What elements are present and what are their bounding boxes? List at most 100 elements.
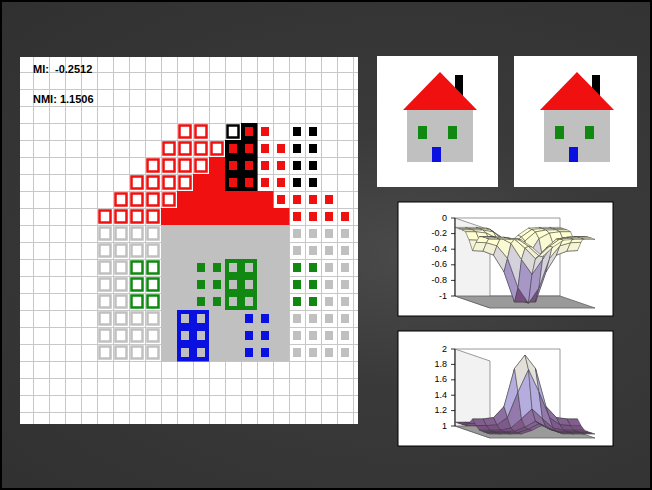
grid-line: [20, 123, 358, 124]
hollow-cell: [148, 347, 159, 359]
shifted-dot: [293, 144, 301, 153]
overlap-cell: [161, 208, 178, 226]
grid-line: [20, 157, 358, 158]
overlap-cell: [209, 225, 226, 243]
overlap-cell: [161, 344, 178, 362]
surface-patch: [539, 424, 553, 431]
shifted-dot: [293, 178, 301, 187]
metric-value: NMI: 1.1506: [33, 94, 94, 105]
overlap-cell: [161, 225, 178, 243]
hollow-cell: [116, 279, 127, 291]
overlap-cell: [209, 174, 226, 192]
overlap-cell: [241, 293, 258, 311]
shifted-dot: [341, 280, 349, 289]
hollow-cell: [164, 177, 175, 189]
shifted-dot: [309, 229, 317, 238]
overlap-cell: [177, 276, 194, 294]
shifted-dot: [309, 348, 317, 357]
hollow-cell: [100, 313, 111, 325]
overlap-cell: [177, 344, 194, 362]
hollow-cell: [180, 143, 191, 155]
overlap-cell: [209, 157, 226, 175]
value-axis: [455, 349, 456, 426]
shifted-dot: [341, 314, 349, 323]
shifted-dot: [309, 263, 317, 272]
hollow-cell: [164, 160, 175, 172]
shifted-dot: [341, 263, 349, 272]
overlap-cell: [225, 140, 242, 158]
shifted-dot: [277, 195, 285, 204]
overlap-cell: [241, 242, 258, 260]
tick-mark: [451, 364, 455, 365]
hollow-cell: [148, 279, 159, 291]
side-wall: [455, 349, 490, 438]
grid-line: [337, 57, 338, 424]
shifted-dot: [229, 280, 237, 289]
overlap-cell: [257, 242, 274, 260]
shifted-dot: [309, 212, 317, 221]
tick-mark: [451, 296, 455, 297]
shifted-dot: [229, 263, 237, 272]
hollow-cell: [116, 228, 127, 240]
overlap-cell: [177, 242, 194, 260]
tick-mark: [451, 233, 455, 234]
house-cells: [100, 123, 350, 362]
shifted-dot: [293, 331, 301, 340]
shifted-dot: [325, 331, 333, 340]
overlap-cell: [257, 191, 274, 209]
hollow-cell: [180, 177, 191, 189]
shifted-dot: [325, 229, 333, 238]
overlap-cell: [193, 208, 210, 226]
overlap-cell: [273, 344, 290, 362]
overlap-cell: [209, 208, 226, 226]
overlap-cell: [193, 191, 210, 209]
tick-mark: [451, 395, 455, 396]
surface-patch: [567, 419, 581, 426]
hollow-cell: [148, 228, 159, 240]
overlap-cell: [241, 344, 258, 362]
hollow-cell: [148, 330, 159, 342]
shifted-dot: [277, 178, 285, 187]
overlap-cell: [257, 225, 274, 243]
hollow-cell: [148, 245, 159, 257]
tick-mark: [451, 264, 455, 265]
shifted-dot: [293, 297, 301, 306]
shifted-dot: [309, 161, 317, 170]
shifted-dot: [293, 127, 301, 136]
grid-line: [145, 57, 146, 424]
shifted-dot: [293, 161, 301, 170]
shifted-dot: [325, 314, 333, 323]
shifted-dot: [213, 297, 221, 306]
overlap-cell: [257, 208, 274, 226]
overlap-cell: [209, 327, 226, 345]
shifted-dot: [213, 280, 221, 289]
hollow-cell: [164, 143, 175, 155]
shifted-dot: [213, 263, 221, 272]
overlap-cell: [177, 225, 194, 243]
overlap-cell: [161, 259, 178, 277]
overlap-cell: [241, 174, 258, 192]
shifted-dot: [261, 178, 269, 187]
overlap-cell: [193, 242, 210, 260]
axis-tick: 1.4: [434, 391, 447, 400]
tick-mark: [451, 349, 455, 350]
shifted-dot: [197, 297, 205, 306]
shifted-dot: [325, 246, 333, 255]
shifted-dot: [277, 144, 285, 153]
shifted-dot: [293, 348, 301, 357]
overlap-cell: [225, 293, 242, 311]
overlap-cell: [257, 293, 274, 311]
hollow-cell: [148, 177, 159, 189]
hollow-cell: [116, 347, 127, 359]
overlap-cell: [209, 259, 226, 277]
hollow-cell: [132, 296, 143, 308]
grid-line: [33, 57, 34, 424]
hollow-cell: [180, 160, 191, 172]
hollow-cell: [132, 262, 143, 274]
shifted-dot: [341, 246, 349, 255]
shifted-dot: [261, 144, 269, 153]
shifted-dot: [197, 348, 205, 357]
hollow-cell: [212, 143, 223, 155]
overlap-cell: [177, 327, 194, 345]
shifted-dot: [293, 314, 301, 323]
